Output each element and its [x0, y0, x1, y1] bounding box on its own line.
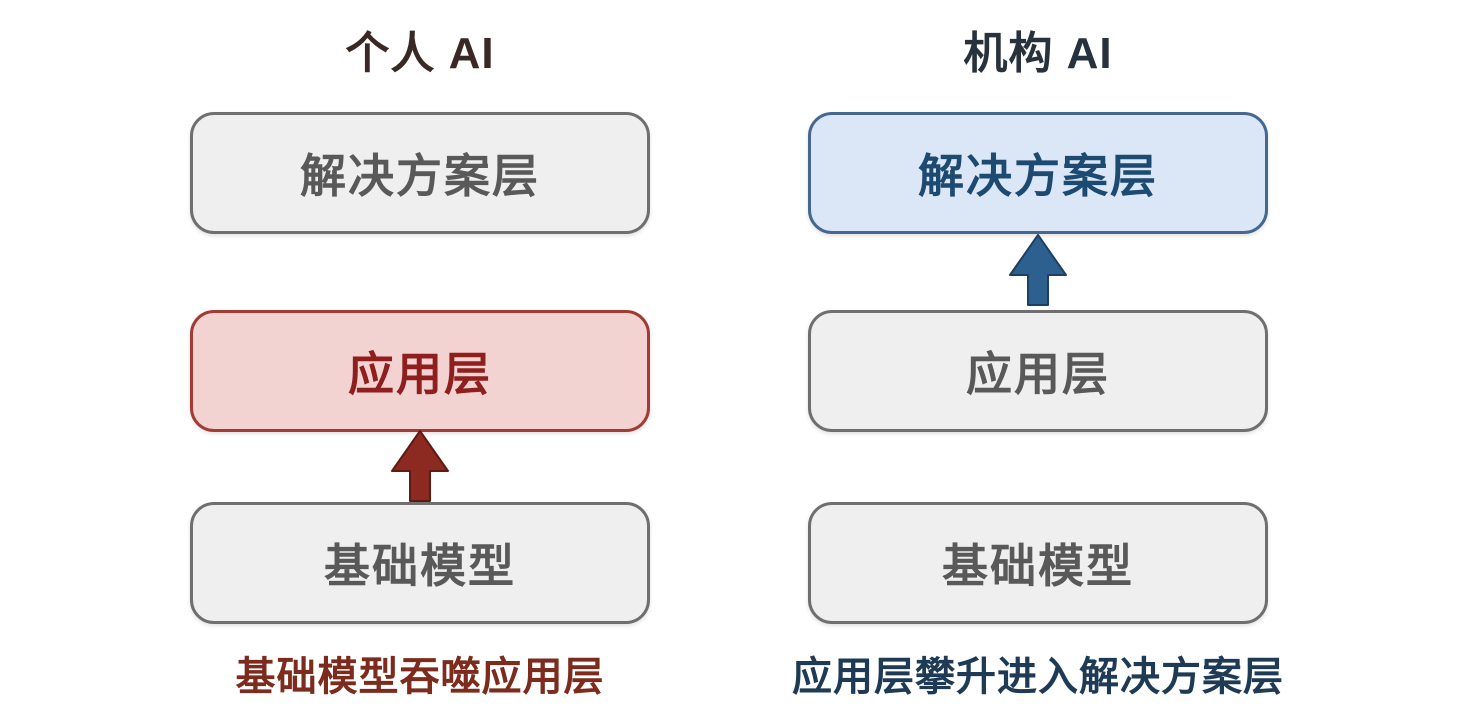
institutional-foundation-model-box: 基础模型: [808, 502, 1268, 624]
personal-solution-layer-label: 解决方案层: [300, 150, 540, 202]
arrow-up-icon: [391, 430, 449, 502]
institutional-foundation-model-label: 基础模型: [942, 540, 1134, 592]
institutional-application-layer-box: 应用层: [808, 310, 1268, 432]
personal-application-layer-box: 应用层: [190, 310, 650, 432]
institutional-solution-layer-box: 解决方案层: [808, 112, 1268, 234]
personal-ai-title: 个人 AI: [345, 29, 495, 78]
personal-foundation-model-box: 基础模型: [190, 502, 650, 624]
arrow-up-icon: [1009, 234, 1067, 306]
institutional-ai-caption: 应用层攀升进入解决方案层: [792, 655, 1284, 699]
personal-foundation-model-label: 基础模型: [324, 540, 516, 592]
personal-ai-caption: 基础模型吞噬应用层: [235, 655, 605, 699]
institutional-solution-layer-label: 解决方案层: [918, 150, 1158, 202]
institutional-application-layer-label: 应用层: [966, 348, 1110, 400]
institutional-ai-title: 机构 AI: [963, 29, 1113, 78]
personal-application-layer-label: 应用层: [348, 348, 492, 400]
personal-solution-layer-box: 解决方案层: [190, 112, 650, 234]
